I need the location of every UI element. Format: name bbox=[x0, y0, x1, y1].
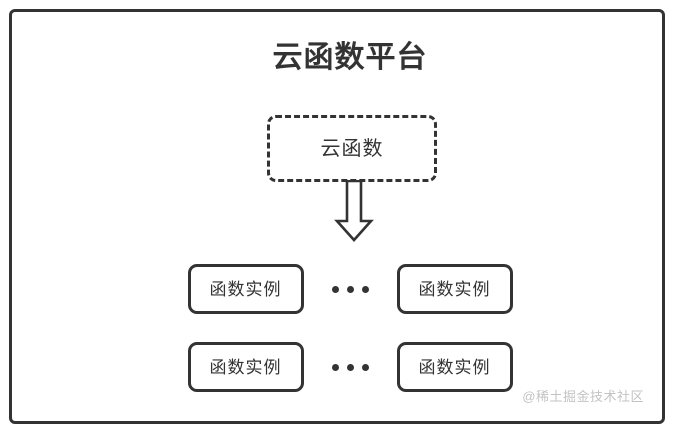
ellipsis-icon bbox=[304, 342, 397, 392]
function-instance-label: 函数实例 bbox=[418, 279, 491, 299]
function-instance-label: 函数实例 bbox=[209, 357, 282, 377]
page-title: 云函数平台 bbox=[272, 41, 428, 74]
instance-row: 函数实例 函数实例 bbox=[12, 342, 676, 392]
ellipsis-dot bbox=[331, 363, 339, 371]
cloud-function-platform-frame: 云函数平台 云函数 函数实例 函数实例 函数实例 bbox=[9, 9, 665, 424]
ellipsis-dot bbox=[346, 363, 354, 371]
ellipsis-icon bbox=[304, 264, 397, 314]
ellipsis-dot bbox=[361, 285, 369, 293]
function-instance-label: 函数实例 bbox=[209, 279, 282, 299]
down-block-arrow-icon bbox=[334, 179, 374, 242]
ellipsis-dot bbox=[331, 285, 339, 293]
ellipsis-dot bbox=[346, 285, 354, 293]
cloud-function-label: 云函数 bbox=[320, 137, 384, 160]
cloud-function-node: 云函数 bbox=[267, 115, 437, 182]
function-instance-node: 函数实例 bbox=[187, 342, 304, 392]
function-instance-node: 函数实例 bbox=[396, 264, 513, 314]
watermark: @稀土掘金技术社区 bbox=[522, 389, 644, 404]
function-instance-node: 函数实例 bbox=[396, 342, 513, 392]
ellipsis-dot bbox=[361, 363, 369, 371]
instance-row: 函数实例 函数实例 bbox=[12, 264, 676, 314]
function-instance-label: 函数实例 bbox=[418, 357, 491, 377]
function-instance-node: 函数实例 bbox=[187, 264, 304, 314]
